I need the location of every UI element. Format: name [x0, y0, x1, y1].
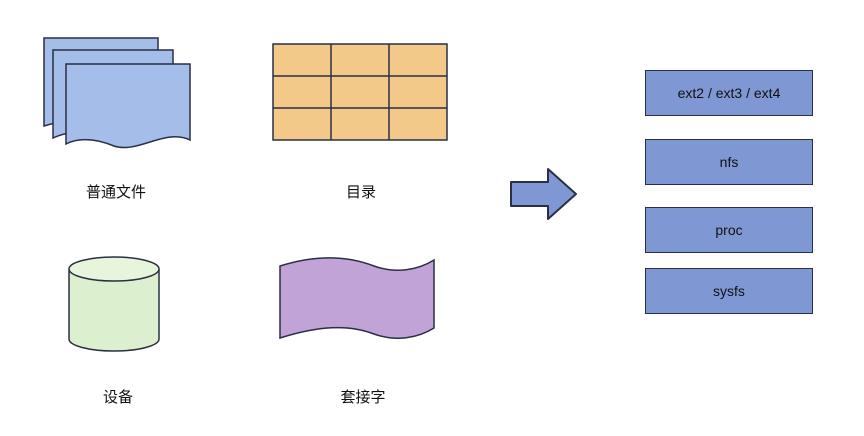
socket-label: 套接字	[340, 388, 386, 406]
fs-box-ext: ext2 / ext3 / ext4	[645, 70, 813, 116]
directory-grid-icon	[272, 43, 448, 141]
directory-label: 目录	[345, 183, 376, 201]
right-arrow-icon	[510, 168, 577, 220]
stacked-document-icon	[43, 37, 191, 149]
fs-box-proc: proc	[645, 207, 813, 253]
wave-flag-socket-icon	[279, 257, 435, 340]
regular-file-label: 普通文件	[85, 183, 146, 201]
device-label: 设备	[102, 388, 133, 406]
fs-box-nfs: nfs	[645, 139, 813, 185]
fs-box-sysfs: sysfs	[645, 268, 813, 314]
cylinder-device-icon	[68, 256, 160, 352]
